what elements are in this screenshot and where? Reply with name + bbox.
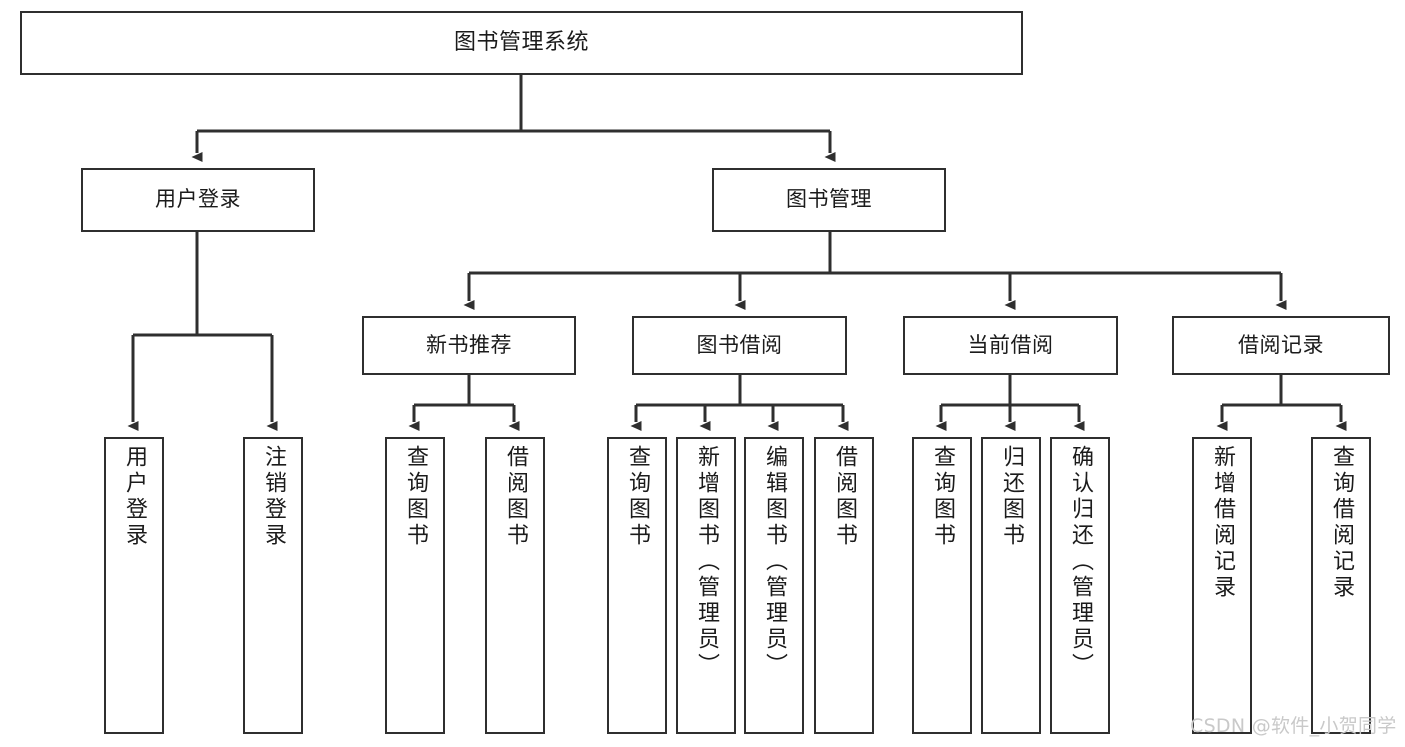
node-user-login[interactable]: 用户登录 xyxy=(81,168,315,232)
leaf-borrow-book-recommend-label: 借阅图书 xyxy=(502,445,528,549)
leaf-query-book-recommend[interactable]: 查询图书 xyxy=(385,437,445,734)
leaf-return-book-label: 归还图书 xyxy=(998,445,1024,549)
leaf-query-book-borrow[interactable]: 查询图书 xyxy=(607,437,667,734)
leaf-add-borrow-record-label: 新增借阅记录 xyxy=(1209,445,1235,601)
leaf-borrow-book-recommend[interactable]: 借阅图书 xyxy=(485,437,545,734)
node-current-borrow-label: 当前借阅 xyxy=(967,332,1054,357)
leaf-logout[interactable]: 注销登录 xyxy=(243,437,303,734)
node-user-login-label: 用户登录 xyxy=(155,187,241,212)
leaf-edit-book-admin[interactable]: 编辑图书（管理员） xyxy=(744,437,804,734)
leaf-query-borrow-record-label: 查询借阅记录 xyxy=(1328,445,1354,601)
leaf-add-book-admin-label: 新增图书（管理员） xyxy=(693,445,719,679)
csdn-watermark: CSDN @软件_小贺同学 xyxy=(1190,715,1397,737)
leaf-query-book-current-label: 查询图书 xyxy=(929,445,955,549)
leaf-return-book[interactable]: 归还图书 xyxy=(981,437,1041,734)
leaf-add-borrow-record[interactable]: 新增借阅记录 xyxy=(1192,437,1252,734)
leaf-borrow-book-label: 借阅图书 xyxy=(831,445,857,549)
node-book-borrow[interactable]: 图书借阅 xyxy=(632,316,847,375)
leaf-logout-label: 注销登录 xyxy=(260,445,286,549)
leaf-confirm-return-admin-label: 确认归还（管理员） xyxy=(1067,445,1093,679)
leaf-edit-book-admin-label: 编辑图书（管理员） xyxy=(761,445,787,679)
node-borrow-record-label: 借阅记录 xyxy=(1238,332,1324,357)
node-current-borrow[interactable]: 当前借阅 xyxy=(903,316,1118,375)
leaf-query-book-current[interactable]: 查询图书 xyxy=(912,437,972,734)
node-book-management-label: 图书管理 xyxy=(786,187,872,212)
node-new-book-recommend[interactable]: 新书推荐 xyxy=(362,316,576,375)
node-root[interactable]: 图书管理系统 xyxy=(20,11,1023,75)
node-root-label: 图书管理系统 xyxy=(453,29,589,55)
leaf-query-book-recommend-label: 查询图书 xyxy=(402,445,428,549)
node-new-book-recommend-label: 新书推荐 xyxy=(426,332,512,357)
node-book-management[interactable]: 图书管理 xyxy=(712,168,946,232)
node-borrow-record[interactable]: 借阅记录 xyxy=(1172,316,1390,375)
leaf-add-book-admin[interactable]: 新增图书（管理员） xyxy=(676,437,736,734)
leaf-borrow-book[interactable]: 借阅图书 xyxy=(814,437,874,734)
node-book-borrow-label: 图书借阅 xyxy=(696,332,783,357)
leaf-query-borrow-record[interactable]: 查询借阅记录 xyxy=(1311,437,1371,734)
leaf-user-login-label: 用户登录 xyxy=(121,445,147,549)
leaf-confirm-return-admin[interactable]: 确认归还（管理员） xyxy=(1050,437,1110,734)
leaf-user-login[interactable]: 用户登录 xyxy=(104,437,164,734)
leaf-query-book-borrow-label: 查询图书 xyxy=(624,445,650,549)
